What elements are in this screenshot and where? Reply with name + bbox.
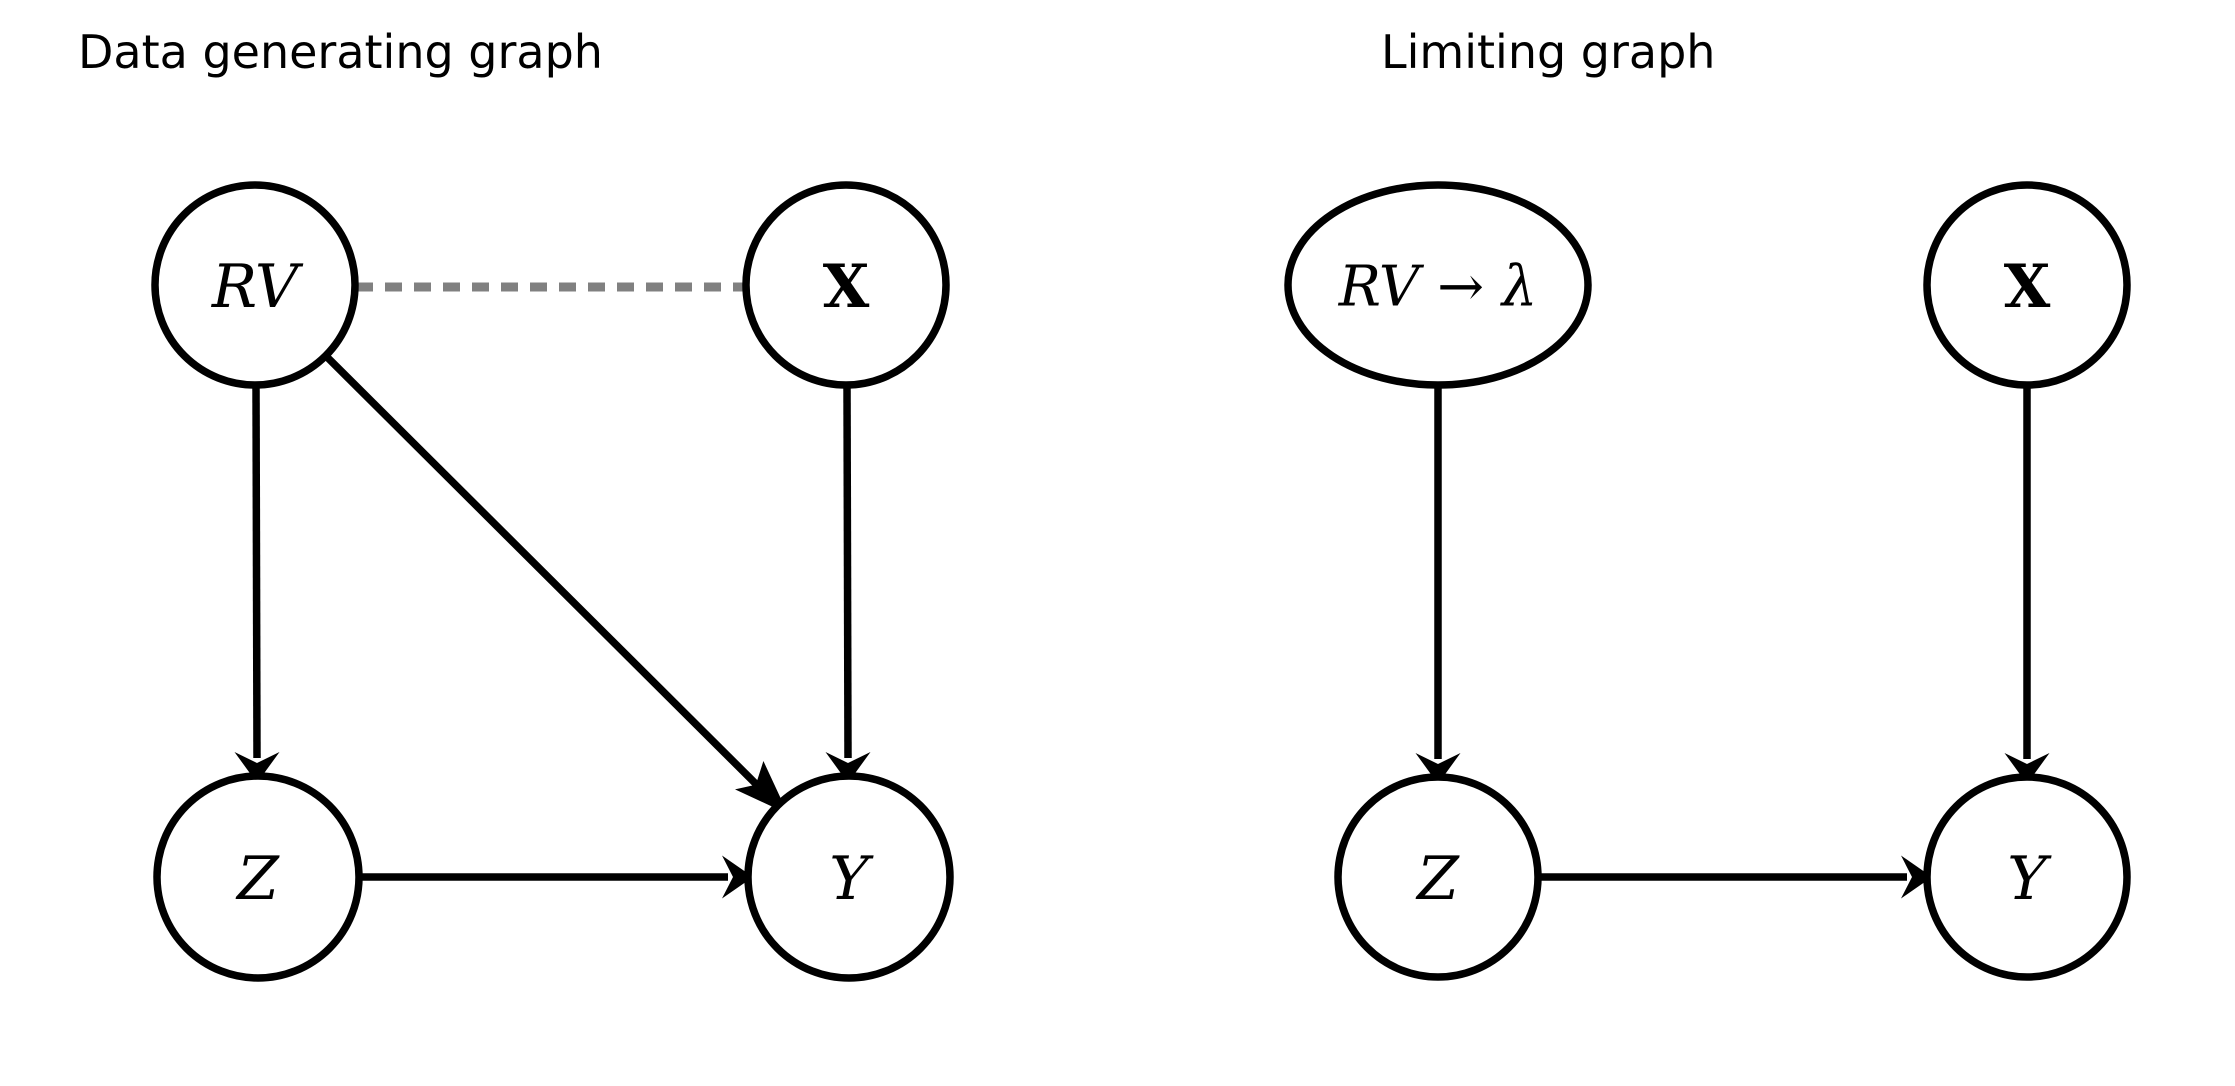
node-rv-lambda[interactable]: RV → λ: [1284, 181, 1592, 389]
edge-rv-to-y: [323, 353, 788, 814]
panel-title-data-generating-graph: Data generating graph: [78, 25, 603, 79]
node-z2-circle[interactable]: [1334, 773, 1542, 981]
edge-rv-to-z-line: [252, 384, 261, 759]
edge-z2-to-y2: [1538, 855, 1932, 899]
arrowhead-icon: [722, 855, 753, 899]
panel-data-generating-graph: Data generating graph: [78, 25, 954, 982]
node-rv-label: RV: [211, 252, 304, 322]
node-z-label: Z: [235, 844, 280, 914]
edge-z-to-y: [359, 855, 753, 899]
node-x[interactable]: X: [742, 181, 950, 389]
node-rv[interactable]: RV: [151, 181, 359, 389]
node-y2[interactable]: Y: [1923, 773, 2131, 981]
node-x2-circle[interactable]: [1923, 181, 2131, 389]
arrowhead-icon: [1901, 855, 1932, 899]
edge-x-to-y: [825, 384, 871, 783]
edge-rv-to-y-line: [323, 353, 767, 795]
node-rv-lambda-ellipse[interactable]: [1284, 181, 1592, 389]
edge-x-to-y-line: [843, 384, 852, 759]
node-x-label: X: [823, 252, 870, 322]
node-z[interactable]: Z: [153, 772, 363, 982]
node-z2-label: Z: [1415, 844, 1460, 914]
panel-limiting-graph: Limiting graph RV → λ X: [1284, 25, 2131, 981]
arrowhead-icon: [735, 761, 788, 814]
node-rv-lambda-label: RV → λ: [1338, 255, 1538, 320]
node-z2[interactable]: Z: [1334, 773, 1542, 981]
node-y[interactable]: Y: [744, 772, 954, 982]
node-y2-circle[interactable]: [1923, 773, 2131, 981]
panel-title-limiting-graph: Limiting graph: [1381, 25, 1715, 79]
node-y-circle[interactable]: [744, 772, 954, 982]
edge-x2-to-y2: [2004, 385, 2050, 784]
edge-rv-lambda-to-z: [1415, 385, 1461, 784]
node-y2-label: Y: [2007, 844, 2052, 914]
edge-rv-to-z: [234, 384, 280, 783]
node-z-circle[interactable]: [153, 772, 363, 982]
node-rv-circle[interactable]: [151, 181, 359, 389]
node-x-circle[interactable]: [742, 181, 950, 389]
arrowhead-icon: [234, 752, 280, 783]
arrowhead-icon: [1415, 753, 1461, 784]
arrowhead-icon: [825, 752, 871, 783]
node-x2-label: X: [2004, 252, 2051, 322]
node-x2[interactable]: X: [1923, 181, 2131, 389]
node-y-label: Y: [829, 844, 874, 914]
arrowhead-icon: [2004, 753, 2050, 784]
